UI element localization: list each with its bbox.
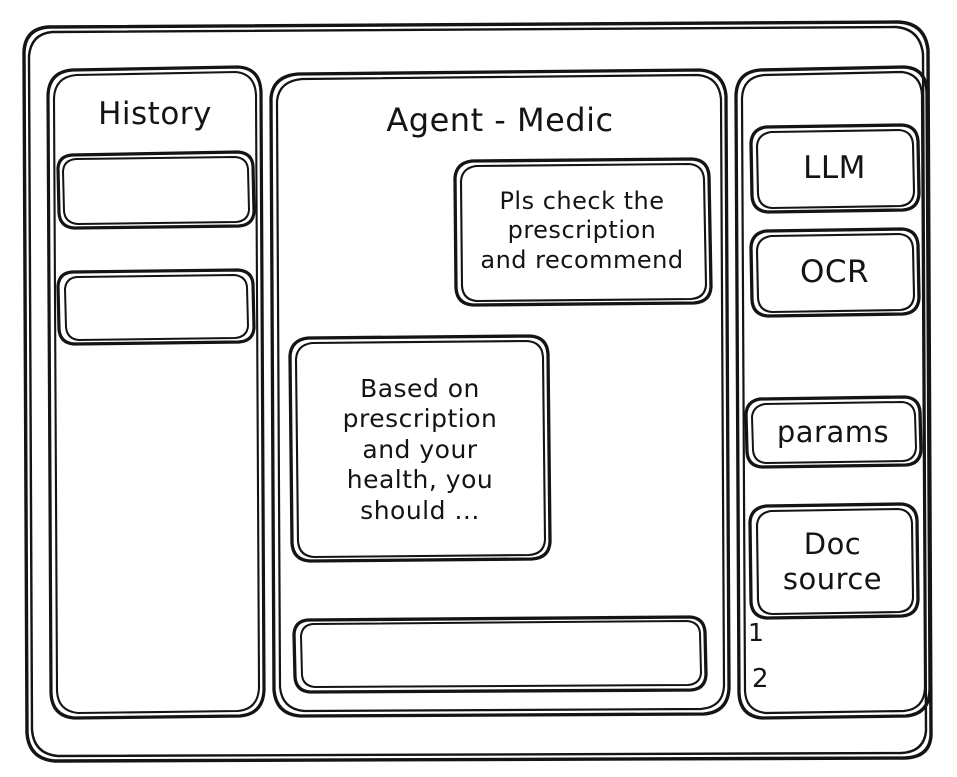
history-item-2-label (58, 270, 254, 344)
tool-button-ocr-label: OCR (799, 254, 870, 291)
doc-source-item-1[interactable]: 1 (748, 617, 765, 647)
message-input-value (294, 617, 706, 692)
tool-button-doc-source-label: Doc source (782, 526, 883, 596)
agent-title: Agent - Medic (386, 101, 614, 140)
history-item-1[interactable] (58, 152, 254, 228)
history-item-2[interactable] (58, 270, 254, 344)
tool-button-params-label: params (776, 414, 890, 449)
message-input[interactable] (294, 617, 706, 692)
chat-message-assistant: Based on prescription and your health, y… (342, 373, 498, 525)
chat-message-user: Pls check the prescription and recommend (480, 187, 684, 274)
history-item-1-label (58, 152, 254, 228)
history-panel-title: History (98, 96, 212, 133)
doc-source-item-2[interactable]: 2 (752, 664, 770, 695)
tool-button-llm-label: LLM (803, 150, 866, 187)
